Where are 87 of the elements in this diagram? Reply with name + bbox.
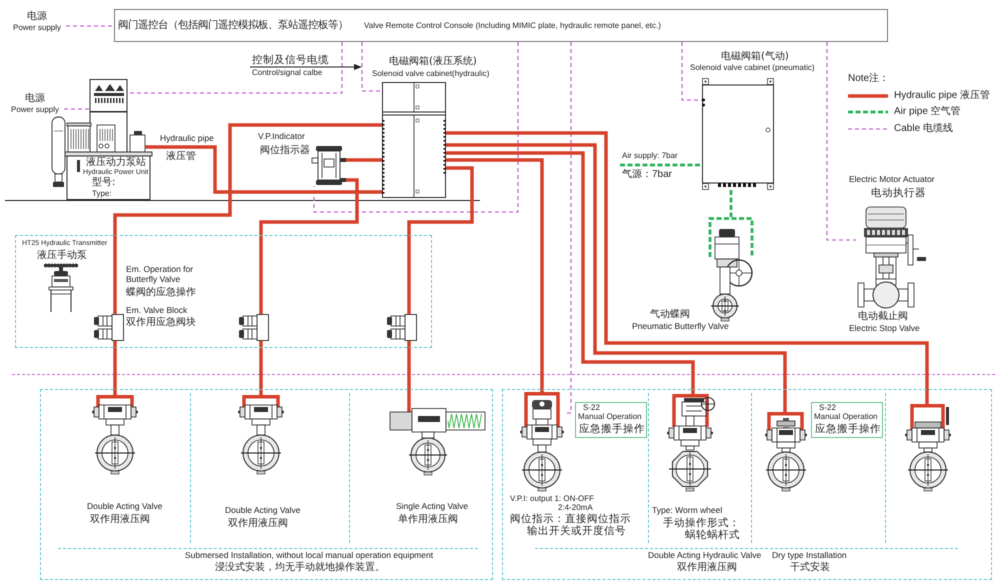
unit-label: Type: (92, 189, 112, 198)
hydraulic-pipe (446, 143, 787, 412)
emergency-zone-frame (15, 235, 432, 348)
valve-caption: Single Acting Valve (396, 502, 468, 512)
cable-line (681, 42, 702, 101)
actuator-caption: 电动执行器 (871, 187, 926, 200)
pipe-label: Hydraulic pipe (160, 134, 214, 144)
legend-label: Air pipe 空气管 (894, 106, 961, 117)
hydraulic-pipe (407, 341, 411, 408)
cable-callout-label: 控制及信号电缆 (252, 54, 329, 66)
installation-zone-frame (40, 389, 493, 580)
manual-operation-label: 应急搬手操作 (815, 423, 881, 436)
power-supply-label: 电源 (27, 11, 47, 22)
hydraulic-pipe (446, 158, 544, 392)
console-title: 阀门遥控台（包括阀门遥控模拟板、泵站遥控板等） (118, 20, 348, 32)
air-pipe (730, 190, 732, 217)
hydraulic-pipe (152, 145, 382, 194)
indicator-label: 阀位指示器 (260, 145, 310, 156)
cabinet-heading: 电磁阀箱(液压系统) (389, 56, 477, 68)
pipe-label: 液压管 (166, 151, 196, 162)
power-supply-label: 电源 (25, 93, 45, 104)
legend-label: Cable 电缆线 (894, 122, 953, 134)
zone-caption: Dry type Installation (772, 551, 847, 561)
cable-line (64, 108, 90, 110)
zone-caption: 双作用液压阀 (677, 562, 737, 574)
cabinet-heading: Solenoid valve cabinet(hydraulic) (372, 69, 490, 78)
cabinet-heading: 电磁阀箱(气动) (721, 51, 789, 62)
valve-caption: Electric Stop Valve (849, 324, 920, 334)
legend-title: Note注： (848, 73, 890, 84)
cable-line (313, 42, 519, 213)
hydraulic-pipe (113, 341, 117, 395)
indicator-label: V.P.Indicator (258, 132, 305, 142)
cable-line (566, 42, 572, 414)
console-title: Valve Remote Control Console (Including MIMIC plate, hydraulic remote panel, etc.) (364, 21, 661, 30)
manual-operation-label: Manual Operation (578, 412, 642, 422)
unit-label: 液压动力泵站 (86, 157, 146, 168)
hydraulic-pipe (407, 166, 474, 314)
zone-caption: Double Acting Hydraulic Valve (648, 551, 762, 561)
valve-caption: 手动操作形式：蜗轮蜗杆式 (662, 517, 740, 542)
hydraulic-pipe (446, 151, 695, 394)
hydraulic-pipe (446, 131, 929, 404)
zone-caption: 浸没式安装，均无手动就地操作装置。 (215, 562, 385, 574)
hydraulic-pipe (259, 178, 359, 314)
power-supply-label: Power supply (12, 23, 62, 32)
console-box (114, 9, 888, 42)
manual-operation-label: S-22 (819, 403, 836, 412)
unit-label: 型号: (92, 177, 116, 188)
manual-operation-label: Manual Operation (814, 412, 878, 422)
valve-caption: Double Acting Valve (87, 502, 162, 512)
cabinet-heading: Solenoid valve cabinet (pneumatic) (690, 63, 815, 72)
manual-operation-box (811, 402, 883, 438)
valve-block-caption: Em. Valve Block (126, 306, 188, 316)
air-pipe (620, 164, 702, 166)
hydraulic-pipe (259, 341, 263, 395)
valve-caption: 电动截止阀 (858, 311, 908, 322)
valve-caption: Type: Worm wheel (652, 506, 722, 516)
valve-caption: V.P.I: output 1: ON-OFF 2:4-20mA (510, 494, 596, 512)
valve-caption: 双作用液压阀 (90, 514, 150, 526)
legend-label: Hydraulic pipe 液压管 (894, 90, 990, 101)
air-supply-label: 气源：7bar (622, 169, 672, 180)
actuator-caption: Electric Motor Actuator (849, 175, 935, 185)
zone-caption: Submersed Installation, without local manual operation equipment (185, 551, 434, 561)
zone-note: Em. Operation for Butterfly Valve (126, 265, 194, 285)
cable-line (826, 42, 856, 241)
hydraulic-pipe (113, 123, 382, 314)
valve-caption: Pneumatic Butterfly Valve (632, 322, 729, 332)
hydraulic-pipe (346, 158, 382, 162)
manual-operation-label: 应急搬手操作 (579, 423, 645, 436)
cable-callout-label: Control/signal calbe (252, 68, 322, 78)
valve-caption: 气动蝶阀 (650, 309, 690, 320)
cable-line (127, 42, 343, 94)
air-supply-label: Air supply: 7bar (622, 151, 678, 160)
valve-caption: 单作用液压阀 (398, 514, 458, 526)
zone-note: 蝶阀的应急操作 (126, 287, 196, 298)
cable-line (361, 42, 382, 92)
cable-line (66, 25, 114, 27)
power-supply-label: Power supply (10, 105, 60, 114)
valve-caption: Double Acting Valve (225, 506, 300, 516)
valve-caption: 阀位指示：直接阀位指示输出开关或开度信号 (510, 513, 632, 538)
manual-operation-label: S-22 (583, 403, 600, 412)
valve-block-caption: 双作用应急阀块 (126, 317, 196, 328)
leader-arrow (250, 64, 362, 70)
manual-operation-box (575, 402, 647, 438)
installation-zone-frame (502, 389, 992, 580)
pump-caption: 液压手动泵 (37, 250, 87, 262)
valve-caption: 双作用液压阀 (228, 518, 288, 530)
zone-caption: 干式安装 (790, 562, 830, 574)
